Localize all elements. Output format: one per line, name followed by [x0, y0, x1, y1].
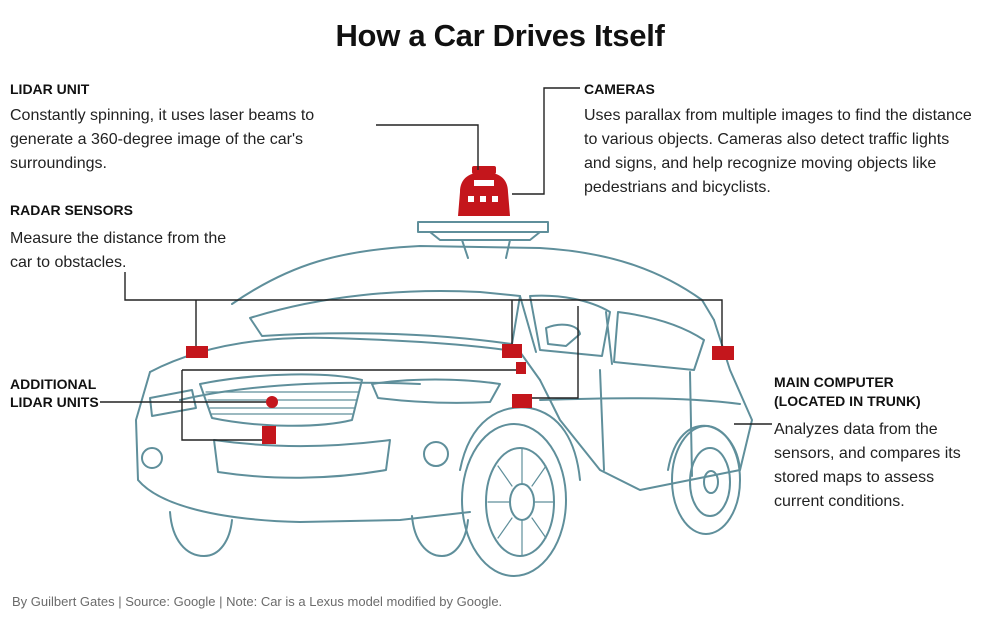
side-crease — [539, 397, 741, 405]
front-wheel — [461, 423, 567, 577]
roof-line — [231, 245, 715, 321]
small-sensor-center — [516, 362, 526, 374]
leader-additional-lidar — [100, 369, 516, 441]
radar-sensor-right — [712, 346, 734, 360]
main-computer-label-line1: MAIN COMPUTER — [774, 374, 894, 390]
additional-lidar-label-line2: LIDAR UNITS — [10, 394, 99, 410]
sensors — [186, 166, 734, 444]
leader-cameras — [512, 87, 580, 195]
cameras-label: CAMERAS — [584, 81, 655, 97]
lidar-unit — [458, 172, 510, 216]
hood-crease — [179, 381, 421, 401]
leader-lines — [100, 87, 772, 441]
leader-lidar-unit — [376, 124, 479, 170]
hood — [149, 336, 541, 381]
rear-left-wheel — [411, 515, 469, 557]
additional-lidar-label-line1: ADDITIONAL — [10, 376, 97, 392]
lidar-bumper — [262, 426, 276, 444]
roof-rack — [417, 221, 549, 259]
headlight-right — [371, 378, 501, 404]
cameras-description: Uses parallax from multiple images to fi… — [584, 107, 972, 196]
grille-bars — [205, 391, 359, 415]
radar-sensor-center — [502, 344, 522, 358]
lidar-unit-label: LIDAR UNIT — [10, 81, 90, 97]
lidar-unit-description: Constantly spinning, it uses laser beams… — [10, 107, 315, 172]
main-computer-label-line2: (LOCATED IN TRUNK) — [774, 393, 921, 409]
main-computer-description: Analyzes data from the sensors, and comp… — [774, 421, 961, 510]
lidar-top-cap — [472, 166, 496, 174]
front-bumper — [135, 371, 471, 523]
a-pillar — [519, 295, 613, 365]
windshield — [249, 290, 521, 345]
headlight-left — [149, 389, 197, 417]
camera-sensor — [512, 394, 532, 408]
leader-camera-side — [532, 306, 579, 399]
wheel-arch-rear — [667, 424, 741, 471]
grille — [199, 373, 363, 427]
lower-intake — [213, 439, 391, 479]
radar-sensors-label: RADAR SENSORS — [10, 202, 133, 218]
side-mirror — [545, 323, 581, 347]
door-line — [599, 369, 693, 477]
side-body — [539, 319, 753, 491]
leader-radar — [124, 272, 723, 346]
credit-line: By Guilbert Gates | Source: Google | Not… — [12, 594, 503, 609]
radar-sensor-left — [186, 346, 208, 358]
lidar-grille — [266, 396, 278, 408]
radar-sensors-description: Measure the distance from the car to obs… — [10, 230, 227, 271]
fog-light-left — [141, 447, 163, 469]
front-left-wheel — [169, 511, 233, 557]
lidar-unit-windows — [468, 180, 498, 202]
page-title: How a Car Drives Itself — [335, 18, 665, 53]
side-window-rear — [613, 311, 705, 371]
fog-light-right — [423, 441, 449, 467]
side-window-front — [529, 294, 611, 357]
car-outline — [135, 221, 753, 577]
